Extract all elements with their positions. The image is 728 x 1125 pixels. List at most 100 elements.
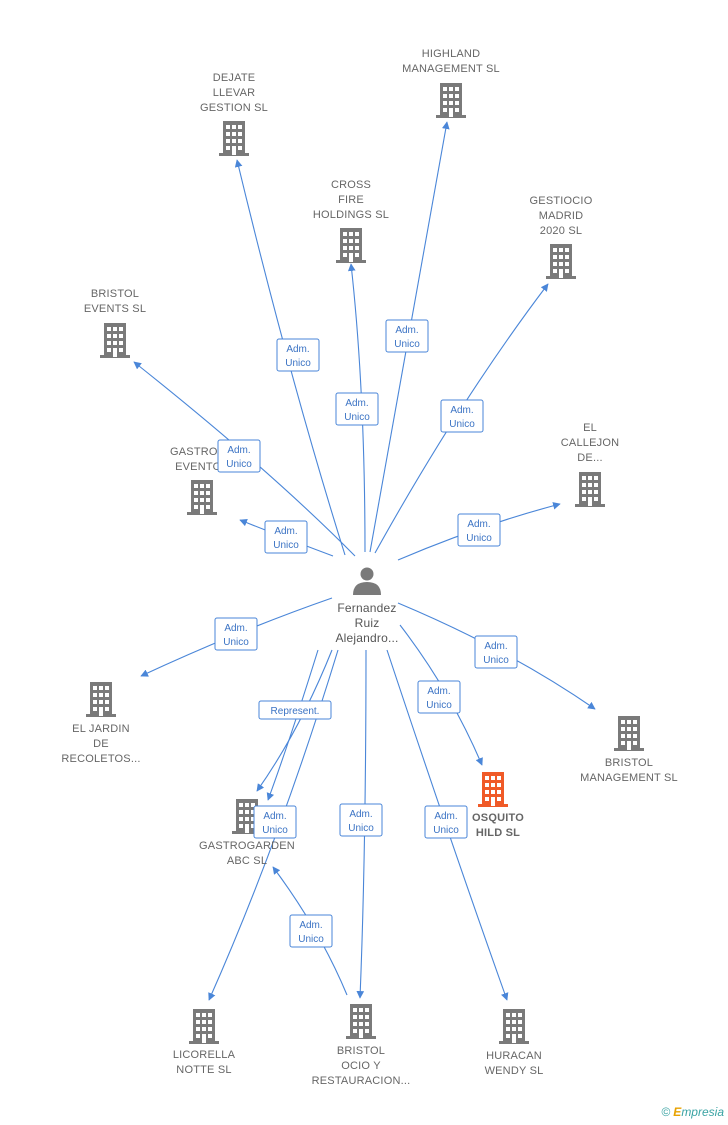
person-node-center[interactable]: FernandezRuizAlejandro... — [335, 567, 398, 646]
edge-label-text: Adm. — [484, 641, 507, 652]
edge-label-text: Unico — [226, 459, 252, 470]
edge-label-text: Unico — [449, 419, 475, 430]
building-icon — [499, 1009, 529, 1044]
brand-initial: E — [673, 1105, 682, 1119]
company-node-el-callejon[interactable]: EL CALLEJON DE... — [561, 422, 619, 507]
edge-label-text: Adm. — [227, 445, 250, 456]
edge-label-badge[interactable]: Adm.Unico — [424, 805, 468, 839]
person-label: Alejandro... — [335, 631, 398, 645]
edge-label-badge[interactable]: Adm. Unico — [440, 399, 484, 433]
company-label: HOLDINGS SL — [313, 209, 389, 221]
company-label: OSQUITO — [472, 812, 524, 824]
edge-label-badge[interactable]: Adm. Unico — [385, 319, 429, 353]
copyright-symbol: © — [661, 1105, 671, 1119]
company-node-dejate[interactable]: DEJATE LLEVAR GESTION SL — [200, 72, 268, 156]
company-label: EL JARDIN — [72, 723, 130, 735]
edge-label-badge[interactable]: Adm. Unico — [264, 520, 308, 554]
edge-label-badge[interactable]: Adm.Unico — [474, 635, 518, 669]
edge-label-text: Adm. — [345, 398, 368, 409]
edge-label-badge[interactable]: Adm.Unico — [253, 805, 297, 839]
company-label: BRISTOL — [605, 757, 653, 769]
company-label: MANAGEMENT SL — [580, 772, 678, 784]
edge-label-text: Adm. — [427, 686, 450, 697]
edge-label-badge[interactable]: Adm. Unico — [217, 439, 261, 473]
edge-label-badge[interactable]: Adm. Unico — [335, 392, 379, 426]
edge-label-text: Adm. — [274, 526, 297, 537]
person-label: Fernandez — [337, 601, 396, 615]
edge-label-text: Unico — [223, 637, 249, 648]
building-icon — [100, 323, 130, 358]
company-label: LLEVAR — [213, 87, 256, 99]
company-label: EVENTS SL — [84, 303, 146, 315]
company-label: EL — [583, 422, 597, 434]
edge-label-text: Unico — [344, 412, 370, 423]
building-icon — [336, 228, 366, 263]
company-node-bristol-management[interactable]: BRISTOL MANAGEMENT SL — [580, 716, 678, 784]
company-label: DE... — [577, 452, 602, 464]
company-label: MANAGEMENT SL — [402, 63, 500, 75]
building-icon — [346, 1004, 376, 1039]
building-icon — [219, 121, 249, 156]
company-label: DEJATE — [213, 72, 256, 84]
edge-label-badge[interactable]: Adm. Unico — [339, 803, 383, 837]
company-label: BRISTOL — [91, 288, 139, 300]
edge-label-text: Unico — [394, 339, 420, 350]
company-label: EVENTOS — [175, 461, 229, 473]
building-icon — [614, 716, 644, 751]
edge-label-badge[interactable]: Adm.Unico — [276, 338, 320, 372]
building-icon — [436, 83, 466, 118]
person-icon — [353, 567, 381, 595]
edge-label-badge[interactable]: Represent. — [258, 700, 332, 720]
company-node-mosquito[interactable]: OSQUITO HILD SL — [472, 772, 524, 839]
company-label: GASTROGARDEN — [199, 840, 295, 852]
edge-label-text: Unico — [426, 700, 452, 711]
edge-label-badge[interactable]: Adm. Unico — [214, 617, 258, 651]
building-icon — [478, 772, 508, 807]
edge-center-to-gastrogarden_2 — [266, 649, 319, 801]
company-label: CROSS — [331, 179, 371, 191]
company-label: CALLEJON — [561, 437, 619, 449]
company-label: BRISTOL — [337, 1045, 385, 1057]
company-label: GESTIOCIO — [530, 195, 593, 207]
edge-label-text: Adm. — [450, 405, 473, 416]
edge-label-badge[interactable]: Adm.Unico — [457, 513, 501, 547]
company-label: MADRID — [539, 210, 584, 222]
company-label: RESTAURACION... — [312, 1075, 411, 1087]
company-node-highland[interactable]: HIGHLAND MANAGEMENT SL — [402, 48, 500, 118]
edge-label-badge[interactable]: Adm. Unico — [417, 680, 461, 714]
edge-label-text: Represent. — [271, 706, 320, 717]
company-node-huracan[interactable]: HURACAN WENDY SL — [485, 1009, 544, 1077]
company-node-bristol-events[interactable]: BRISTOL EVENTS SL — [84, 288, 146, 358]
edge-label-text: Unico — [262, 825, 288, 836]
edge-label-text: Unico — [273, 540, 299, 551]
edge-label-text: Adm. — [349, 809, 372, 820]
company-label: HILD SL — [476, 827, 520, 839]
company-label: HIGHLAND — [422, 48, 480, 60]
company-label: DE — [93, 738, 109, 750]
edge-labels-layer: Adm.UnicoAdm.UnicoAdm.UnicoAdm.UnicoAdm.… — [214, 319, 518, 948]
company-label: HURACAN — [486, 1050, 542, 1062]
company-label: GESTION SL — [200, 102, 268, 114]
edge-label-text: Adm. — [224, 623, 247, 634]
company-node-el-jardin[interactable]: EL JARDINDERECOLETOS... — [61, 682, 140, 765]
edge-label-text: Unico — [466, 533, 492, 544]
building-icon — [86, 682, 116, 717]
company-label: WENDY SL — [485, 1065, 544, 1077]
edge-label-text: Unico — [433, 825, 459, 836]
edge-center-to-bristol_ocio — [356, 649, 367, 999]
edge-label-text: Adm. — [299, 920, 322, 931]
company-label: FIRE — [338, 194, 364, 206]
edge-label-text: Unico — [348, 823, 374, 834]
edge-label-text: Unico — [285, 358, 311, 369]
edges-layer — [133, 121, 596, 1001]
edge-label-text: Adm. — [395, 325, 418, 336]
nodes-layer: DEJATE LLEVAR GESTION SL HIGHLAND MANAGEMENT… — [61, 48, 677, 1087]
company-node-crossfire[interactable]: CROSS FIRE HOLDINGS SL — [313, 179, 389, 263]
edge-label-badge[interactable]: Adm.Unico — [289, 914, 333, 948]
building-icon — [189, 1009, 219, 1044]
